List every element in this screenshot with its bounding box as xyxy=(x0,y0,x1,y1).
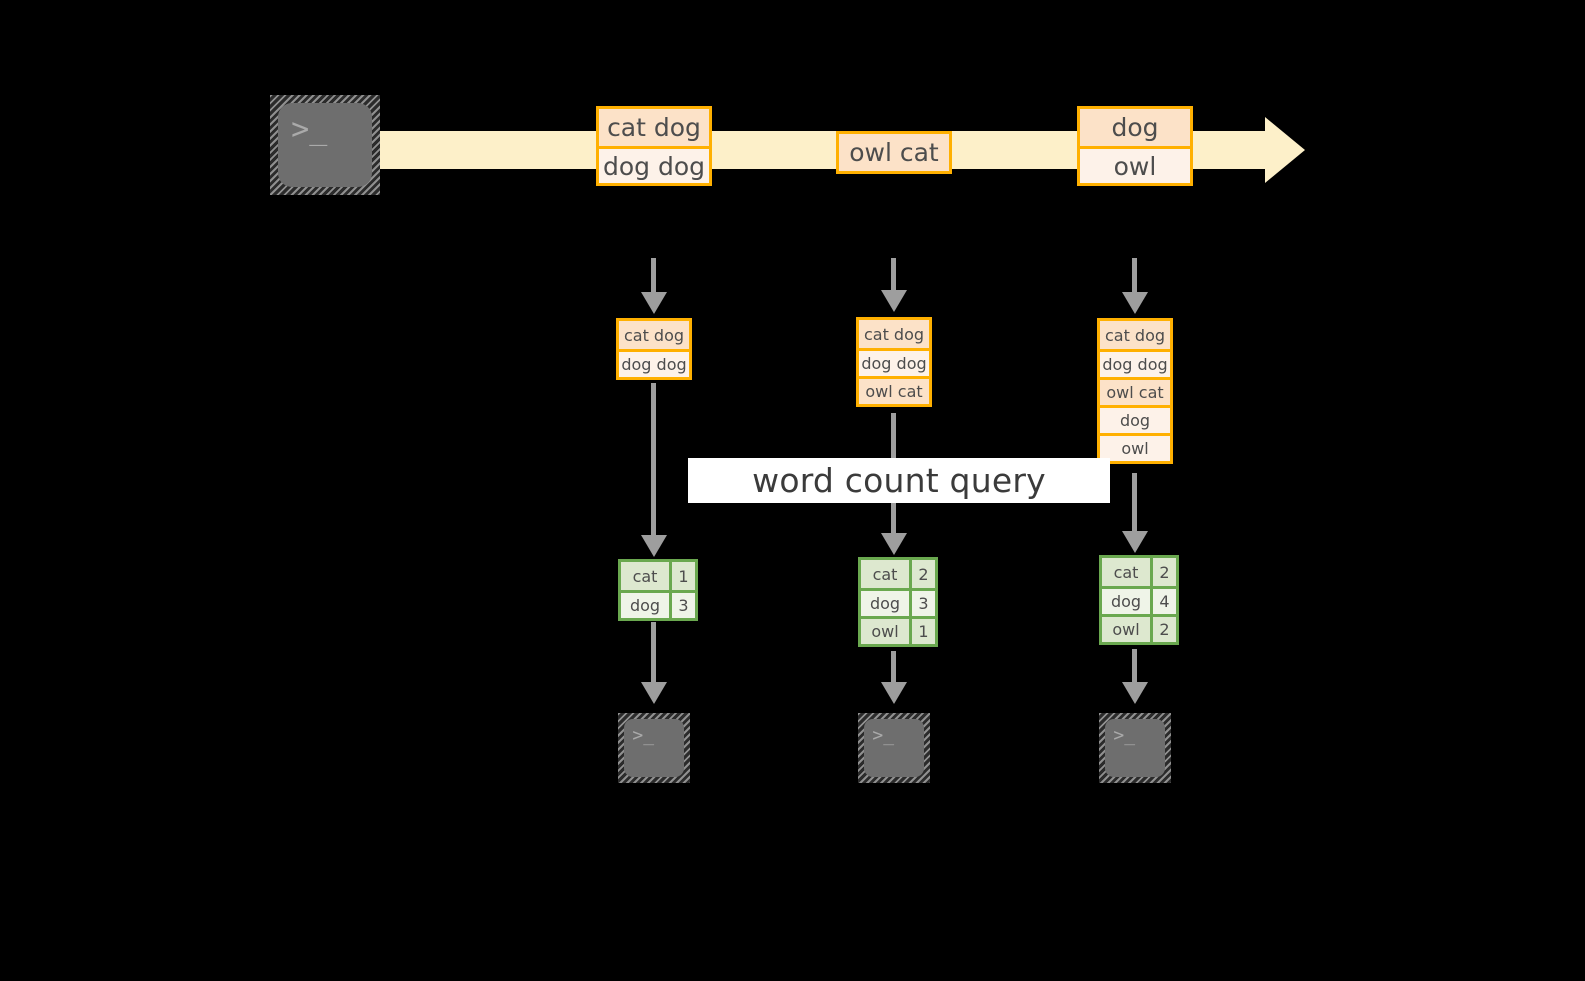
snapshot-2-output-line xyxy=(891,651,896,686)
result-word: dog xyxy=(1102,589,1150,614)
terminal-screen: >_ xyxy=(864,719,924,777)
snapshot-input-line: cat dog xyxy=(619,321,689,349)
stream-record-3[interactable]: dog owl xyxy=(1077,106,1193,186)
snapshot-input-line: cat dog xyxy=(859,320,929,348)
result-count: 3 xyxy=(909,591,935,616)
snapshot-1-trigger-arrowhead xyxy=(641,292,667,314)
stream-record-1[interactable]: cat dog dog dog xyxy=(596,106,712,186)
snapshot-3-trigger-arrowhead xyxy=(1122,292,1148,314)
snapshot-3-output-arrowhead xyxy=(1122,682,1148,704)
snapshot-2-trigger-arrowhead xyxy=(881,290,907,312)
result-count: 2 xyxy=(1150,558,1176,586)
snapshot-2-sink-terminal-icon[interactable]: >_ xyxy=(858,713,930,783)
snapshot-input-line: dog dog xyxy=(619,349,689,377)
terminal-prompt-glyph: >_ xyxy=(872,725,895,747)
snapshot-input-line: owl cat xyxy=(859,376,929,404)
result-row: cat 2 xyxy=(1102,558,1176,586)
snapshot-1-trigger-line xyxy=(651,258,656,294)
snapshot-2-result[interactable]: cat 2 dog 3 owl 1 xyxy=(858,557,938,647)
result-count: 1 xyxy=(909,619,935,644)
snapshot-1-query-arrowhead xyxy=(641,535,667,557)
result-count: 4 xyxy=(1150,589,1176,614)
snapshot-3-sink-terminal-icon[interactable]: >_ xyxy=(1099,713,1171,783)
result-word: owl xyxy=(861,619,909,644)
snapshot-input-line: dog dog xyxy=(1100,349,1170,377)
snapshot-1-output-arrowhead xyxy=(641,682,667,704)
result-row: dog 4 xyxy=(1102,586,1176,614)
snapshot-2-trigger-line xyxy=(891,258,896,292)
stream-record-line: cat dog xyxy=(599,109,709,146)
snapshot-2-output-arrowhead xyxy=(881,682,907,704)
snapshot-3-input[interactable]: cat dog dog dog owl cat dog owl xyxy=(1097,318,1173,464)
terminal-screen: >_ xyxy=(1105,719,1165,777)
result-word: owl xyxy=(1102,617,1150,642)
terminal-prompt-glyph: >_ xyxy=(1113,725,1136,747)
result-count: 2 xyxy=(909,560,935,588)
source-terminal-icon[interactable]: >_ xyxy=(270,95,380,195)
result-count: 1 xyxy=(669,562,695,590)
result-word: dog xyxy=(861,591,909,616)
snapshot-input-line: owl xyxy=(1100,433,1170,461)
snapshot-1-result[interactable]: cat 1 dog 3 xyxy=(618,559,698,621)
snapshot-3-output-line xyxy=(1132,649,1137,686)
terminal-screen: >_ xyxy=(624,719,684,777)
result-row: owl 1 xyxy=(861,616,935,644)
snapshot-1-input[interactable]: cat dog dog dog xyxy=(616,318,692,380)
result-row: cat 2 xyxy=(861,560,935,588)
stream-record-2[interactable]: owl cat xyxy=(836,131,952,174)
query-label-text: word count query xyxy=(752,461,1046,500)
result-count: 3 xyxy=(669,593,695,618)
stream-record-line: owl cat xyxy=(839,134,949,171)
snapshot-input-line: cat dog xyxy=(1100,321,1170,349)
result-word: cat xyxy=(861,560,909,588)
terminal-screen: >_ xyxy=(278,103,372,187)
stream-record-line: owl xyxy=(1080,146,1190,183)
result-count: 2 xyxy=(1150,617,1176,642)
result-word: dog xyxy=(621,593,669,618)
snapshot-input-line: dog xyxy=(1100,405,1170,433)
snapshot-2-query-arrowhead xyxy=(881,533,907,555)
snapshot-1-query-line xyxy=(651,383,656,538)
stream-record-line: dog xyxy=(1080,109,1190,146)
result-row: cat 1 xyxy=(621,562,695,590)
snapshot-input-line: dog dog xyxy=(859,348,929,376)
terminal-prompt-glyph: >_ xyxy=(291,111,328,147)
result-row: dog 3 xyxy=(621,590,695,618)
result-word: cat xyxy=(621,562,669,590)
snapshot-2-input[interactable]: cat dog dog dog owl cat xyxy=(856,317,932,407)
snapshot-3-result[interactable]: cat 2 dog 4 owl 2 xyxy=(1099,555,1179,645)
snapshot-input-line: owl cat xyxy=(1100,377,1170,405)
result-row: owl 2 xyxy=(1102,614,1176,642)
query-label-band: word count query xyxy=(688,458,1110,503)
snapshot-1-sink-terminal-icon[interactable]: >_ xyxy=(618,713,690,783)
result-row: dog 3 xyxy=(861,588,935,616)
stream-arrow-head xyxy=(1265,117,1305,183)
stream-record-line: dog dog xyxy=(599,146,709,183)
snapshot-3-query-line xyxy=(1132,473,1137,535)
snapshot-3-trigger-line xyxy=(1132,258,1137,294)
snapshot-3-query-arrowhead xyxy=(1122,531,1148,553)
snapshot-1-output-line xyxy=(651,622,656,686)
terminal-prompt-glyph: >_ xyxy=(632,725,655,747)
result-word: cat xyxy=(1102,558,1150,586)
